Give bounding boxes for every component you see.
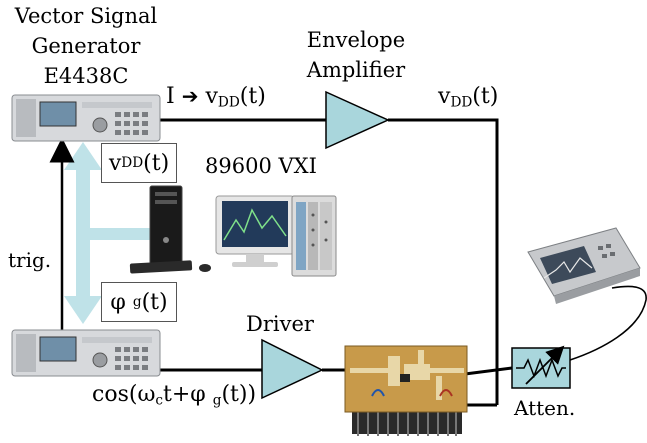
phase-arg: (t) xyxy=(141,289,168,315)
vxi-chassis-icon xyxy=(291,195,337,277)
pa-output-wire xyxy=(464,366,513,376)
envelope-output-wire xyxy=(388,118,499,375)
monitor-icon xyxy=(215,195,295,267)
desktop-computer-icon xyxy=(129,185,211,274)
vsg-model: E4438C xyxy=(43,64,129,88)
driver-label: Driver xyxy=(246,312,314,336)
spectrum-analyzer-icon xyxy=(527,227,641,304)
power-amplifier-board-icon xyxy=(344,345,468,436)
analyzer-name: 89600 VXI xyxy=(205,154,317,178)
vdd-sub: DD xyxy=(121,155,144,171)
envelope-label-line2: Amplifier xyxy=(306,58,406,82)
vdd-symbol: v xyxy=(108,150,122,176)
vdd-arg: (t) xyxy=(472,84,499,109)
phase-sub: g xyxy=(132,294,142,310)
signal-generator-icon xyxy=(11,94,161,142)
cos-sub2: g xyxy=(212,392,222,409)
i-to-vdd-label: I ➔ vDD(t) xyxy=(166,86,266,110)
trig-label: trig. xyxy=(8,248,52,272)
envelope-amplifier-icon xyxy=(325,90,390,150)
atten-label: Atten. xyxy=(514,396,576,420)
vdd-symbol: v xyxy=(205,84,218,109)
vsg-title-line1: Vector Signal xyxy=(14,4,158,28)
i-label: I xyxy=(166,84,175,109)
vsg-title-line2: Generator xyxy=(31,34,141,58)
vdd-output-label: vDD(t) xyxy=(438,86,498,110)
envelope-label-line1: Envelope xyxy=(306,28,406,52)
vdd-arg: (t) xyxy=(143,150,170,176)
vdd-sub: DD xyxy=(217,94,240,111)
variable-attenuator-icon xyxy=(511,345,571,389)
driver-amplifier-icon xyxy=(261,338,324,400)
cos-prefix: cos(ω xyxy=(92,382,156,407)
vdd-sub: DD xyxy=(450,94,473,111)
cos-signal-label: cos(ωct+φ g(t)) xyxy=(92,384,256,408)
signal-generator-icon xyxy=(11,329,161,377)
phase-data-box: φ g(t) xyxy=(101,282,177,322)
cos-suffix: (t)) xyxy=(221,382,257,407)
cos-mid: t+φ xyxy=(163,382,206,407)
vdd-arg: (t) xyxy=(239,84,266,109)
analyzer-cable xyxy=(569,285,647,361)
right-arrow-icon: ➔ xyxy=(181,84,199,108)
cos-sub: c xyxy=(155,392,164,409)
vdd-symbol: v xyxy=(438,84,451,109)
phase-symbol: φ xyxy=(110,289,126,315)
